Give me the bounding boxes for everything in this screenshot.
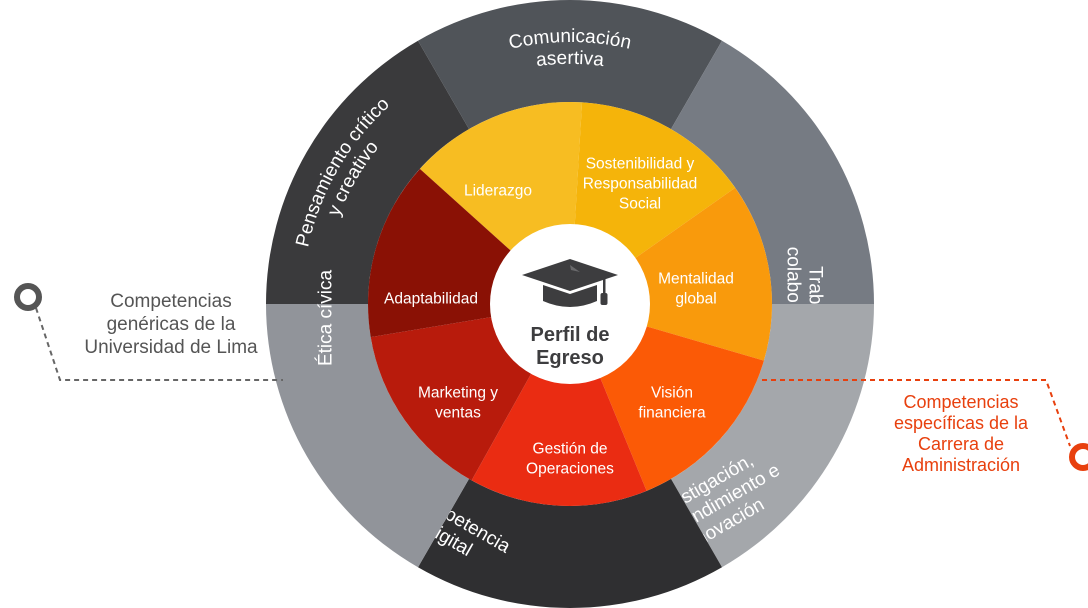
outer-segment-comunicacion-asertiva (418, 0, 722, 130)
generic-label-line-1: Competencias (110, 291, 232, 312)
outer-label-etica-civica-line-1: Ética cívica (316, 270, 337, 367)
outer-segment-pensamiento-critico-y-creativo (266, 40, 469, 305)
generic-connector-ring-icon (14, 283, 42, 311)
inner-label-gestion-de-operaciones-line-2: Operaciones (526, 461, 614, 478)
specific-competencies-label: Competencias específicas de la Carrera d… (866, 392, 1056, 476)
inner-label-liderazgo-line-1: Liderazgo (464, 182, 532, 199)
center-title-line-2: Egreso (536, 347, 604, 369)
outer-segment-competencia-digital (418, 478, 722, 608)
inner-label-gestion-de-operaciones-line-1: Gestión de (533, 440, 608, 457)
generic-label-line-3: Universidad de Lima (84, 337, 258, 358)
generic-label-line-2: genéricas de la (106, 314, 236, 335)
inner-segment-gestion-de-operaciones (471, 304, 647, 506)
inner-label-vision-financiera-line-2: financiera (638, 405, 706, 422)
specific-label-line-2: específicas de la (893, 413, 1029, 433)
inner-label-sostenibilidad-y-responsabilidad-social-line-1: Sostenibilidad y (586, 155, 695, 172)
generic-connector-line (35, 307, 283, 381)
specific-connector-ring-icon (1069, 443, 1088, 471)
outer-segment-investigacion-emprendimiento-e-innovacion (671, 304, 874, 568)
inner-label-sostenibilidad-y-responsabilidad-social-line-2: Responsabilidad (583, 175, 698, 192)
connectors (14, 283, 1088, 471)
inner-label-mentalidad-global-line-1: Mentalidad (658, 270, 734, 287)
graduation-cap-icon (522, 259, 618, 307)
inner-label-marketing-y-ventas-line-2: ventas (435, 405, 481, 422)
specific-connector-line (762, 379, 1071, 447)
outer-segment-etica-civica (266, 304, 469, 568)
inner-label-adaptabilidad-line-1: Adaptabilidad (384, 290, 478, 307)
inner-label-marketing-y-ventas-line-1: Marketing y (418, 384, 498, 401)
inner-label-mentalidad-global-line-2: global (675, 291, 716, 308)
specific-label-line-3: Carrera de (917, 434, 1005, 454)
specific-label-line-1: Competencias (903, 392, 1019, 412)
inner-label-sostenibilidad-y-responsabilidad-social-line-3: Social (619, 196, 661, 213)
outer-segment-trabajo-colaborativo (671, 40, 874, 305)
outer-label-etica-civica: Ética cívica (316, 270, 337, 367)
specific-label-line-4: Administración (901, 455, 1021, 475)
generic-competencies-label: Competencias genéricas de la Universidad… (48, 290, 294, 359)
inner-label-vision-financiera-line-1: Visión (651, 384, 693, 401)
center-title-line-1: Perfil de (531, 324, 610, 346)
outer-label-comunicacion-asertiva-line-2: asertiva (535, 48, 606, 71)
center-hub: Perfil de Egreso (490, 224, 650, 384)
